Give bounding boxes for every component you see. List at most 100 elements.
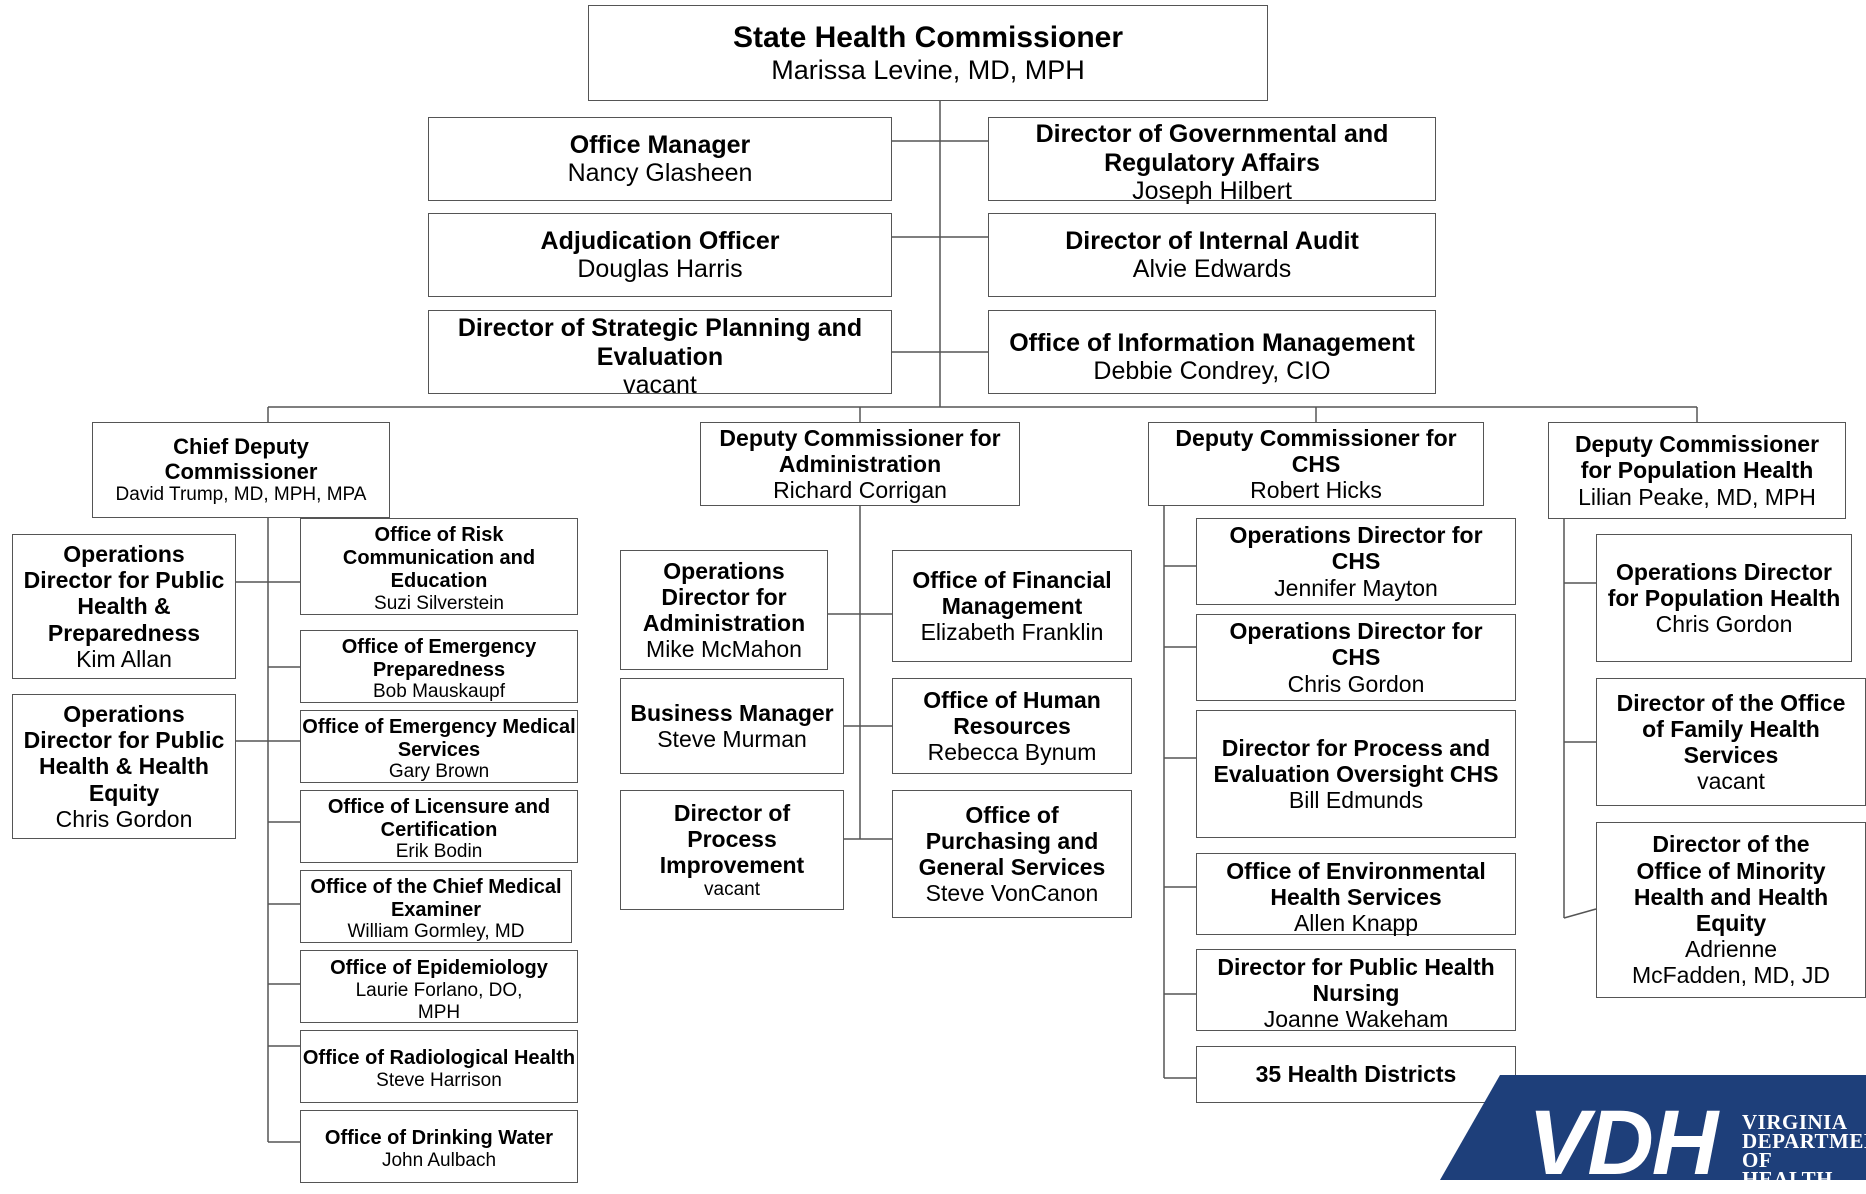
box-title: Operations Director for Public Health & … — [23, 540, 225, 646]
box-drinking-water: Office of Drinking Water John Aulbach — [300, 1110, 578, 1183]
box-title: Office of Purchasing and General Service… — [918, 801, 1106, 880]
box-information-management: Office of Information Management Debbie … — [988, 310, 1436, 394]
box-title: Office of Information Management — [1009, 328, 1415, 357]
box-name: Chris Gordon — [1655, 611, 1793, 638]
box-title: Deputy Commissioner for CHS — [1175, 424, 1457, 477]
box-title: Director of Strategic Planning and Evalu… — [457, 314, 863, 371]
box-name: Robert Hicks — [1250, 477, 1382, 504]
box-title: Office of Licensure and Certification — [327, 795, 551, 841]
box-licensure-certification: Office of Licensure and Certification Er… — [300, 790, 578, 863]
box-name: John Aulbach — [381, 1150, 497, 1172]
box-epidemiology: Office of Epidemiology Laurie Forlano, D… — [300, 950, 578, 1023]
box-name: Suzi Silverstein — [374, 592, 504, 614]
box-title: Operations Director for CHS — [1229, 618, 1483, 671]
box-title: Office of Epidemiology — [330, 957, 548, 980]
box-deputy-chs: Deputy Commissioner for CHS Robert Hicks — [1148, 422, 1484, 506]
box-ops-chs-2: Operations Director for CHS Chris Gordon — [1196, 614, 1516, 701]
box-title: Office of Radiological Health — [302, 1047, 576, 1070]
box-financial-management: Office of Financial Management Elizabeth… — [892, 550, 1132, 662]
box-name: Douglas Harris — [577, 255, 743, 283]
box-title: State Health Commissioner — [732, 20, 1124, 54]
box-title: Adjudication Officer — [540, 226, 780, 255]
box-name: Richard Corrigan — [773, 477, 947, 504]
box-name: Bob Mauskaupf — [372, 681, 506, 703]
box-name: Steve VonCanon — [925, 880, 1099, 907]
box-title: Office of Financial Management — [912, 566, 1112, 619]
box-state-health-commissioner: State Health Commissioner Marissa Levine… — [588, 5, 1268, 101]
box-emergency-medical-services: Office of Emergency Medical Services Gar… — [300, 710, 578, 783]
box-title: Director of Governmental and Regulatory … — [1035, 120, 1389, 177]
box-minority-health: Director of the Office of Minority Healt… — [1596, 822, 1866, 998]
box-name: Bill Edmunds — [1288, 787, 1424, 814]
box-title: Office of Drinking Water — [324, 1127, 554, 1150]
logo-line-1: VIRGINIA — [1742, 1110, 1848, 1134]
box-office-manager: Office Manager Nancy Glasheen — [428, 117, 892, 201]
box-title: Chief Deputy Commissioner — [164, 434, 318, 485]
box-chief-deputy: Chief Deputy Commissioner David Trump, M… — [92, 422, 390, 518]
box-ops-population-health: Operations Director for Population Healt… — [1596, 534, 1852, 662]
box-strategic-planning: Director of Strategic Planning and Evalu… — [428, 310, 892, 399]
box-human-resources: Office of Human Resources Rebecca Bynum — [892, 678, 1132, 774]
box-title: Director for Process and Evaluation Over… — [1213, 734, 1499, 787]
box-name: Steve Murman — [657, 726, 807, 752]
box-name: Rebecca Bynum — [927, 739, 1097, 766]
vdh-logo: VDH VIRGINIA DEPARTMENT OF HEALTH — [1440, 1075, 1866, 1190]
box-gov-affairs: Director of Governmental and Regulatory … — [988, 117, 1436, 205]
box-environmental-health: Office of Environmental Health Services … — [1196, 853, 1516, 937]
box-title: Director of the Office of Family Health … — [1616, 689, 1846, 768]
box-name: Alvie Edwards — [1132, 255, 1292, 283]
box-title: Director of Process Improvement — [659, 799, 805, 879]
box-name: vacant — [623, 371, 697, 400]
box-emergency-preparedness: Office of Emergency Preparedness Bob Mau… — [300, 630, 578, 703]
box-title: Director of the Office of Minority Healt… — [1633, 831, 1829, 936]
box-title: Deputy Commissioner for Population Healt… — [1574, 431, 1820, 484]
box-ops-administration: Operations Director for Administration M… — [620, 550, 828, 670]
logo-mark: VDH — [1528, 1092, 1718, 1194]
box-name: Kim Allan — [76, 645, 172, 672]
box-title: 35 Health Districts — [1255, 1061, 1457, 1088]
box-process-evaluation-oversight: Director for Process and Evaluation Over… — [1196, 710, 1516, 838]
box-title: Deputy Commissioner for Administration — [719, 424, 1001, 477]
box-purchasing: Office of Purchasing and General Service… — [892, 790, 1132, 918]
logo-background — [1440, 1075, 1866, 1180]
logo-line-2: DEPARTMENT — [1742, 1129, 1866, 1153]
box-title: Office Manager — [569, 130, 751, 159]
box-radiological-health: Office of Radiological Health Steve Harr… — [300, 1030, 578, 1103]
box-name: Joseph Hilbert — [1132, 177, 1292, 206]
box-internal-audit: Director of Internal Audit Alvie Edwards — [988, 213, 1436, 297]
box-health-districts: 35 Health Districts — [1196, 1046, 1516, 1103]
box-name: vacant — [704, 878, 760, 900]
box-ops-public-health-preparedness: Operations Director for Public Health & … — [12, 534, 236, 679]
box-name: Jennifer Mayton — [1274, 574, 1438, 601]
box-name: Mike McMahon — [646, 636, 802, 663]
box-name: Elizabeth Franklin — [920, 619, 1104, 646]
box-title: Operations Director for CHS — [1229, 522, 1483, 575]
box-title: Office of Environmental Health Services — [1226, 857, 1486, 910]
box-adjudication: Adjudication Officer Douglas Harris — [428, 213, 892, 297]
box-title: Director of Internal Audit — [1065, 226, 1359, 255]
box-process-improvement: Director of Process Improvement vacant — [620, 790, 844, 910]
box-name: Allen Knapp — [1293, 910, 1419, 937]
box-name: Nancy Glasheen — [567, 159, 753, 187]
box-title: Business Manager — [630, 699, 834, 726]
box-name: Joanne Wakeham — [1263, 1006, 1449, 1033]
box-chief-medical-examiner: Office of the Chief Medical Examiner Wil… — [300, 870, 572, 943]
box-name: Marissa Levine, MD, MPH — [771, 54, 1085, 85]
box-name: William Gormley, MD — [347, 921, 525, 943]
box-title: Operations Director for Population Healt… — [1607, 558, 1841, 611]
box-name: Adrienne McFadden, MD, JD — [1631, 936, 1831, 989]
box-name: Chris Gordon — [1287, 670, 1425, 697]
box-name: Steve Harrison — [376, 1070, 502, 1092]
box-family-health-services: Director of the Office of Family Health … — [1596, 678, 1866, 806]
box-title: Office of Emergency Preparedness — [341, 635, 537, 681]
box-title: Office of the Chief Medical Examiner — [310, 875, 562, 921]
box-title: Director for Public Health Nursing — [1217, 953, 1495, 1006]
box-name: Laurie Forlano, DO, MPH — [355, 980, 523, 1023]
box-name: Debbie Condrey, CIO — [1093, 357, 1331, 385]
box-title: Office of Risk Communication and Educati… — [342, 524, 536, 593]
box-ops-public-health-equity: Operations Director for Public Health & … — [12, 694, 236, 839]
box-deputy-administration: Deputy Commissioner for Administration R… — [700, 422, 1020, 506]
box-name: vacant — [1697, 768, 1765, 795]
